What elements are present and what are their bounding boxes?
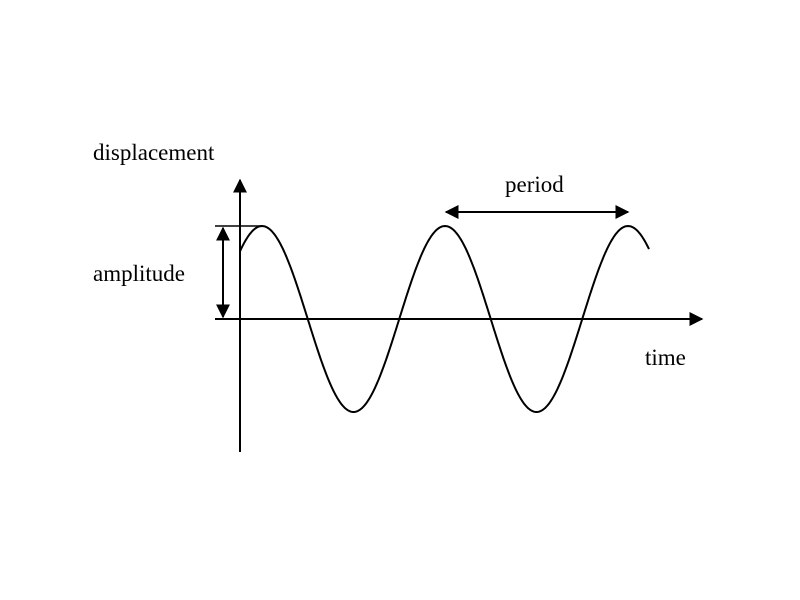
y-axis-label: displacement bbox=[93, 140, 215, 165]
amplitude-label: amplitude bbox=[93, 261, 185, 286]
x-axis-label: time bbox=[645, 345, 686, 370]
sine-wave bbox=[239, 224, 650, 413]
period-label: period bbox=[505, 172, 564, 197]
